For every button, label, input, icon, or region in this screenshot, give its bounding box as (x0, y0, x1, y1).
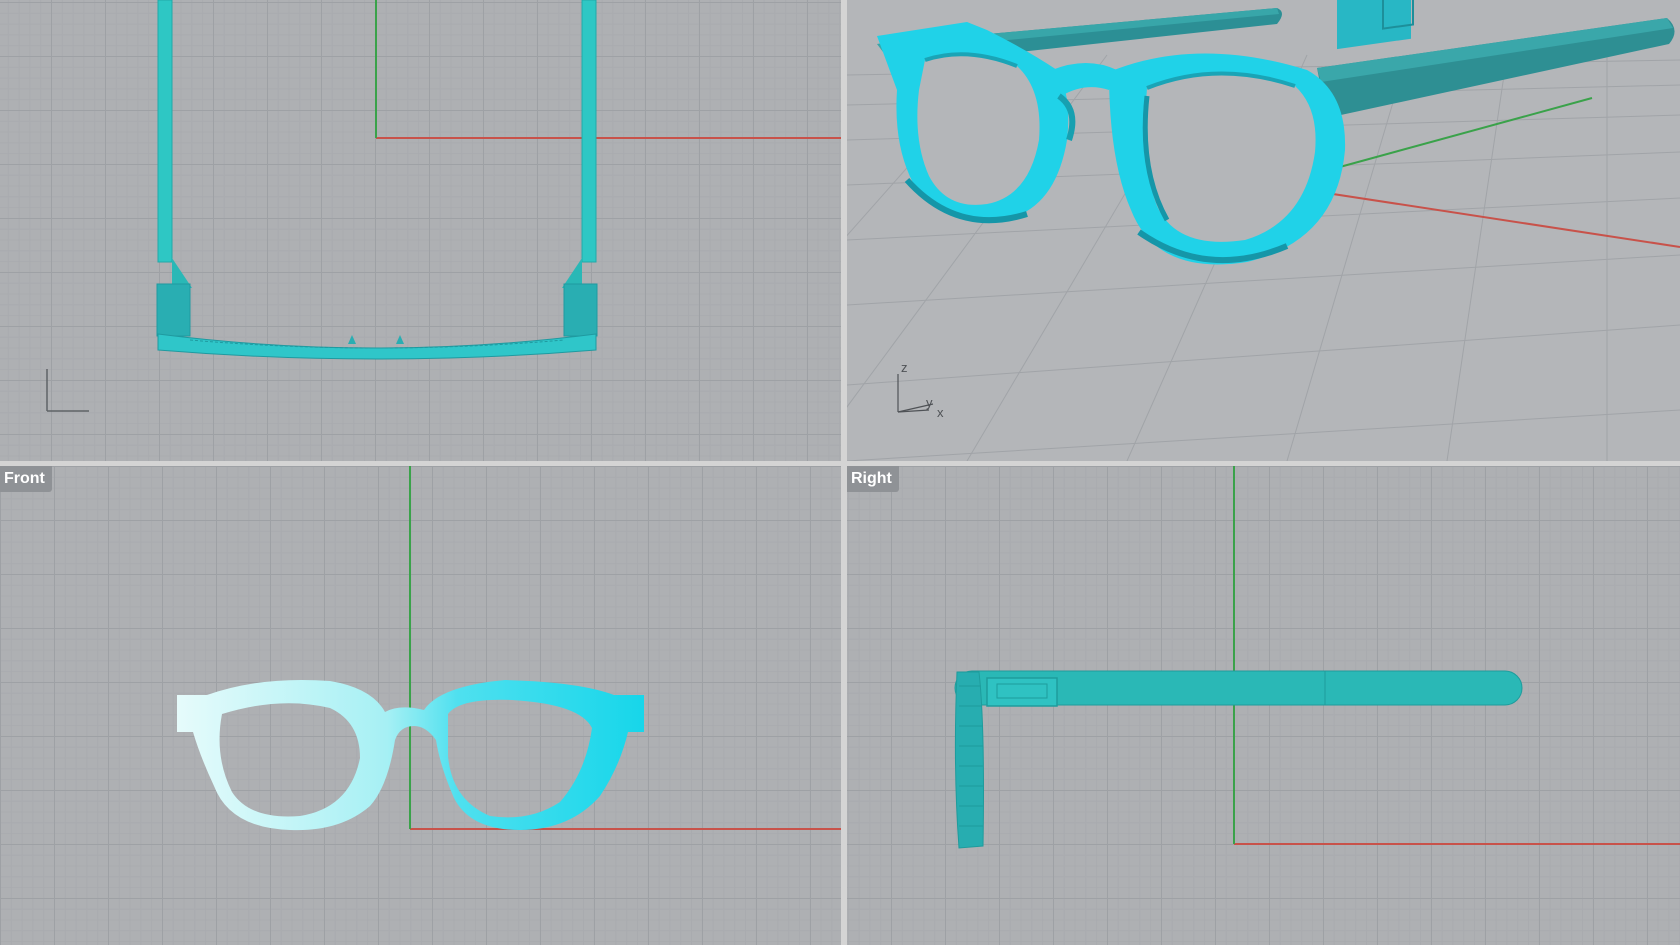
right-view-canvas (954, 466, 1680, 849)
glasses-3d-model (877, 0, 1675, 265)
top-viewport[interactable] (0, 0, 841, 461)
glasses-front-projection (177, 679, 644, 831)
top-view-canvas (46, 0, 841, 412)
x-axis-line (1273, 184, 1680, 248)
right-viewport-label[interactable]: Right (847, 466, 899, 492)
right-viewport[interactable]: Right (847, 466, 1680, 945)
axis-label-z: z (901, 360, 908, 375)
world-axis-icon (897, 374, 934, 413)
perspective-view-canvas: z y x (847, 0, 1680, 461)
perspective-viewport[interactable]: z y x (847, 0, 1680, 461)
glasses-side-projection (954, 670, 1523, 849)
cplane-axis-icon (46, 369, 89, 412)
front-viewport[interactable]: Front (0, 466, 841, 945)
front-viewport-label[interactable]: Front (0, 466, 52, 492)
axis-label-y: y (926, 395, 933, 410)
front-view-canvas (177, 466, 841, 831)
glasses-top-projection (156, 0, 598, 360)
axis-label-x: x (937, 405, 944, 420)
